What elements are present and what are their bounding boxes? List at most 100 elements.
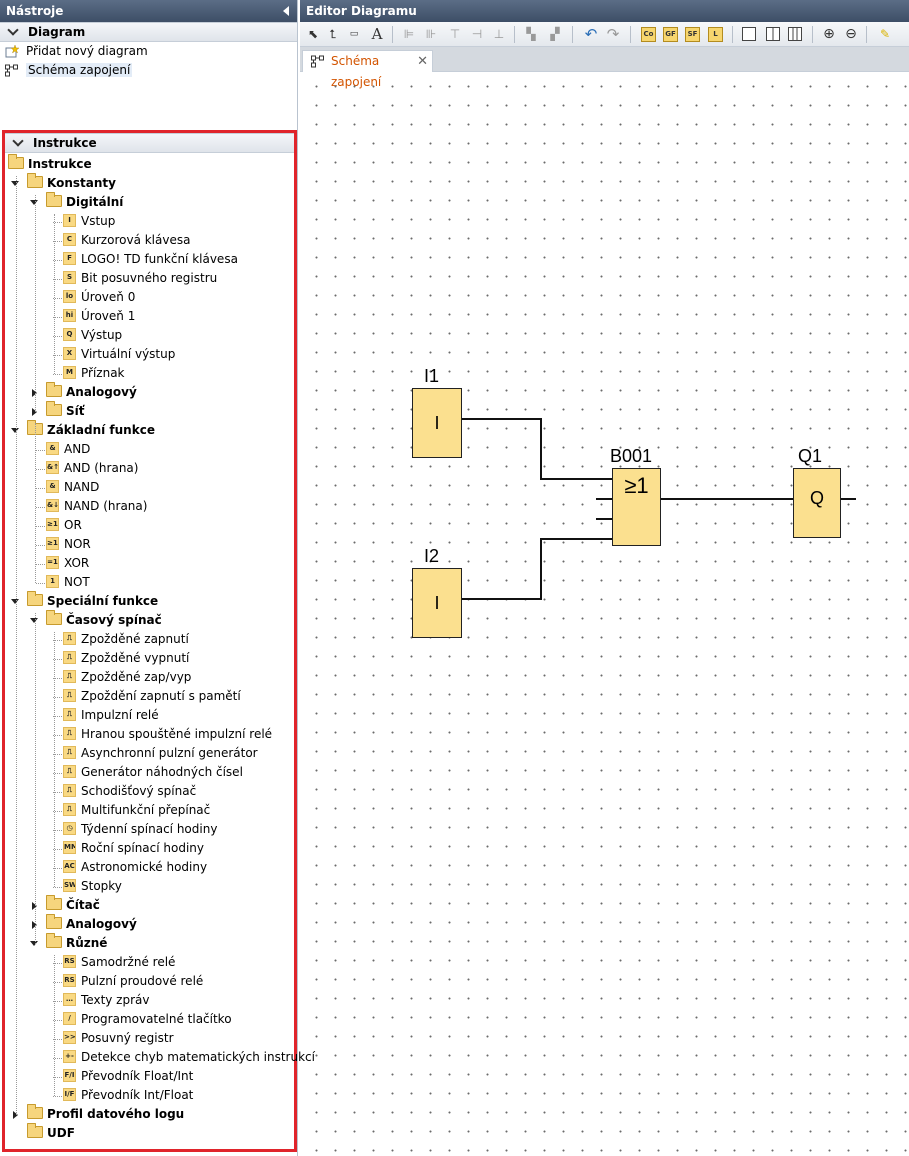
tree-item[interactable]: ⎍Zpoždění zapnutí s pamětí [63,687,241,706]
align-bottom-icon[interactable]: ⊥ [493,27,505,41]
tree-item[interactable]: ⎍Multifunkční přepínač [63,801,210,820]
open-input-pin[interactable] [596,498,612,500]
tree-item[interactable]: ⎍Zpožděné zap/vyp [63,668,191,687]
tree-folder[interactable]: Analogový [32,382,137,402]
block-tool-icon[interactable]: ▭ [349,29,359,39]
tree-item[interactable]: &↑AND (hrana) [46,459,138,478]
collapse-panel-icon[interactable] [283,6,289,16]
triple-view-icon[interactable] [788,27,802,41]
zoom-in-icon[interactable]: ⊕ [823,26,835,42]
tree-folder[interactable]: Různé [30,933,107,953]
tree-item[interactable]: &NAND [46,478,99,497]
tree-item[interactable]: ⎍Zpožděné zapnutí [63,630,189,649]
input-block-i1[interactable]: I [412,388,462,458]
tree-item[interactable]: >>Posuvný registr [63,1029,174,1048]
udf-filter-button[interactable]: L [708,27,723,42]
wire-i1[interactable] [462,418,542,420]
expanded-toggle-icon[interactable] [30,200,38,205]
expanded-toggle-icon[interactable] [11,428,19,433]
wire-i2-b001[interactable] [540,538,612,540]
tab-wiring-diagram[interactable]: Schéma zapojení ✕ [302,50,433,89]
tree-folder[interactable]: Konstanty [11,173,116,193]
zoom-out-icon[interactable]: ⊖ [845,26,857,42]
output-block-q1[interactable]: Q [793,468,841,538]
diagram-section-header[interactable]: Diagram [0,22,297,42]
tree-folder[interactable]: Speciální funkce [11,591,158,611]
tree-folder[interactable]: Časový spínač [30,610,162,630]
output-pin[interactable] [840,498,856,500]
wiring-diagram-item[interactable]: Schéma zapojení [0,61,297,80]
tree-folder[interactable]: Čítač [32,895,100,915]
tree-item[interactable]: &AND [46,440,90,459]
collapsed-toggle-icon[interactable] [13,1111,18,1119]
wire-i2-vertical[interactable] [540,538,542,600]
close-tab-icon[interactable]: ✕ [417,54,428,69]
wire-i1-vertical[interactable] [540,418,542,480]
align-right-icon[interactable]: ⊪ [425,27,437,41]
align-left-icon[interactable]: ⊫ [403,27,415,41]
open-input-pin[interactable] [596,518,612,520]
wire-i1-b001[interactable] [540,478,612,480]
special-functions-filter-button[interactable]: SF [685,27,700,42]
redo-icon[interactable]: ↷ [606,25,620,43]
expanded-toggle-icon[interactable] [11,599,19,604]
expanded-toggle-icon[interactable] [30,941,38,946]
tree-folder[interactable]: Profil datového logu [13,1104,184,1124]
instructions-section-header[interactable]: Instrukce [5,133,294,153]
single-view-icon[interactable] [742,27,756,41]
align-top-icon[interactable]: ⊤ [449,27,461,41]
collapsed-toggle-icon[interactable] [32,921,37,929]
tree-folder[interactable]: Analogový [32,914,137,934]
tree-folder[interactable]: Základní funkce [11,420,155,440]
constants-filter-button[interactable]: Co [641,27,656,42]
tree-item[interactable]: ◷Týdenní spínací hodiny [63,820,217,839]
basic-functions-filter-button[interactable]: GF [663,27,678,42]
highlighter-icon[interactable]: ✎ [879,27,891,41]
connect-icon[interactable]: ⮤ [329,27,337,41]
tree-item[interactable]: ⎍Asynchronní pulzní generátor [63,744,258,763]
tree-item[interactable]: /Programovatelné tlačítko [63,1010,232,1029]
tree-item[interactable]: ⎍Zpožděné vypnutí [63,649,189,668]
tree-folder[interactable]: UDF [27,1123,75,1143]
diagram-canvas[interactable]: I1 I I2 I B001 ≥1 Q1 Q [300,72,909,1156]
add-diagram-item[interactable]: Přidat nový diagram [0,42,297,61]
select-arrow-icon[interactable]: ⬉ [307,27,319,41]
align-center-icon[interactable]: ⊣ [471,27,483,41]
tree-folder[interactable]: Síť [32,401,85,421]
tree-item[interactable]: &↓NAND (hrana) [46,497,147,516]
wire-i2[interactable] [462,598,542,600]
tree-item[interactable]: ⎍Generátor náhodných čísel [63,763,243,782]
expanded-toggle-icon[interactable] [11,181,19,186]
input-block-i2[interactable]: I [412,568,462,638]
tree-item[interactable]: MMRoční spínací hodiny [63,839,204,858]
tree-item[interactable]: …Texty zpráv [63,991,150,1010]
collapsed-toggle-icon[interactable] [32,408,37,416]
expanded-toggle-icon[interactable] [30,618,38,623]
split-view-icon[interactable] [766,27,780,41]
tree-item[interactable]: ⎍Schodišťový spínač [63,782,196,801]
send-back-icon[interactable]: ▞ [550,27,560,41]
bring-front-icon[interactable]: ▚ [526,27,536,41]
tree-item[interactable]: +-Detekce chyb matematických instrukcí [63,1048,315,1067]
undo-icon[interactable]: ↶ [584,25,598,43]
text-tool-icon[interactable]: A [371,25,383,43]
or-block-b001[interactable]: ≥1 [612,468,661,546]
tree-folder[interactable]: Instrukce [8,154,92,174]
